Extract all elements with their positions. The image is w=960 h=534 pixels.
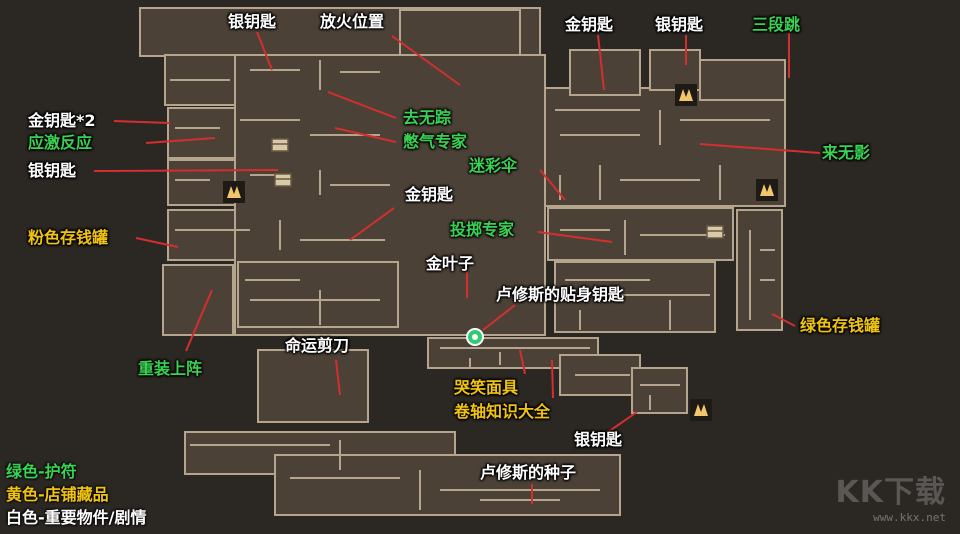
label-gold-key-top-right: 金钥匙 [565,15,614,34]
legend-yellow: 黄色-店铺藏品 [6,485,109,504]
label-come-without-shadow: 来无影 [822,143,871,162]
shrine-icon [690,399,712,421]
legend-white: 白色-重要物件/剧情 [6,508,147,527]
label-lucius-key: 卢修斯的贴身钥匙 [496,285,625,304]
label-heavy-armor: 重装上阵 [138,359,203,378]
leader-lines [93,31,821,504]
label-lucius-seed: 卢修斯的种子 [480,463,577,482]
room-far-right [736,209,783,331]
label-throw-expert: 投掷专家 [450,220,515,239]
map-wall-details [170,60,775,510]
label-cry-laugh-mask: 哭笑面具 [454,378,519,397]
shrine-icon [756,179,778,201]
shrine-icon [223,181,245,203]
room-south-east-b [631,367,688,414]
room-right-upper-a [569,49,641,96]
room-right-bottom [554,261,716,333]
label-camo-umbrella: 迷彩伞 [469,156,518,175]
room-right-upper-b [649,49,701,91]
label-silver-key-bottom: 银钥匙 [574,430,623,449]
label-gold-key-center: 金钥匙 [405,185,454,204]
chest-icon [271,138,289,152]
label-go-without-trace: 去无踪 [403,108,452,127]
label-silver-key-top: 银钥匙 [228,12,277,31]
label-scroll-knowledge: 卷轴知识大全 [454,402,551,421]
map-rooms [139,7,786,516]
label-silver-key-top-right: 银钥匙 [655,15,704,34]
watermark: KK下载 www.kkx.net [836,467,947,524]
label-gold-key-x2: 金钥匙*2 [28,111,96,130]
label-green-piggy-bank: 绿色存钱罐 [800,316,881,335]
label-pink-piggy-bank: 粉色存钱罐 [28,228,109,247]
room-left-bottom [162,264,234,336]
room-right-upper-c [699,59,786,101]
room-scissors [257,349,369,423]
label-suppressed-expert: 憋气专家 [403,132,468,151]
label-fate-scissors: 命运剪刀 [285,336,350,355]
chest-icon [706,225,724,239]
label-gold-leaf: 金叶子 [426,254,475,273]
watermark-logo: KK下载 [835,475,946,510]
room-center-lower [237,261,399,328]
chest-icon [274,173,292,187]
label-fire-position: 放火位置 [320,12,385,31]
room-top-wing [399,9,521,56]
watermark-url: www.kkx.net [873,511,946,524]
label-stress-reaction: 应激反应 [28,133,93,152]
shrine-icon [675,84,697,106]
label-silver-key-left: 银钥匙 [28,161,77,180]
legend-green: 绿色-护符 [6,462,77,481]
label-triple-jump: 三段跳 [752,15,801,34]
player-marker-icon [466,328,484,346]
